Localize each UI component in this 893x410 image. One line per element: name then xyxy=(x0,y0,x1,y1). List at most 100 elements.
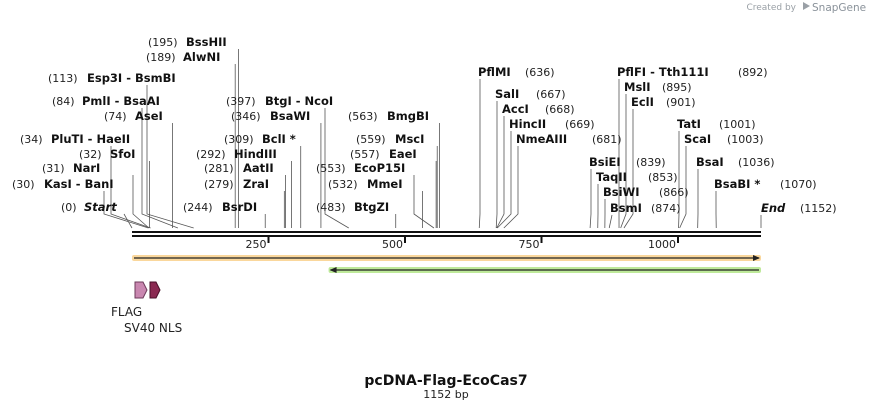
site-position-label: (895) xyxy=(662,81,692,94)
site-enzyme-label[interactable]: ScaI xyxy=(684,132,711,146)
site-enzyme-label[interactable]: BssHII xyxy=(186,35,227,49)
site-bsai[interactable]: (1036)BsaI xyxy=(696,155,775,169)
site-sfoi[interactable]: (32) SfoI xyxy=(79,147,135,161)
site-msli[interactable]: (895) MslI xyxy=(624,80,692,94)
site-enzyme-label[interactable]: PflFI - Tth111I xyxy=(617,65,709,79)
site-bcli[interactable]: (309)BclI * xyxy=(224,132,296,146)
site-bsrdi[interactable]: (244)BsrDI xyxy=(183,200,257,214)
site-hincii[interactable]: (669) HincII xyxy=(509,117,595,131)
site-enzyme-label[interactable]: AatII xyxy=(243,161,274,175)
site-enzyme-label[interactable]: EcoP15I xyxy=(354,161,405,175)
site-enzyme-label[interactable]: End xyxy=(761,201,786,215)
site-enzyme-label[interactable]: BmgBI xyxy=(387,109,429,123)
site-ecop15i[interactable]: (553)EcoP15I xyxy=(316,161,405,175)
site-msci[interactable]: (559)MscI xyxy=(356,132,424,146)
site-hindiii[interactable]: (292)HindIII xyxy=(196,147,277,161)
site-enzyme-label[interactable]: BsaBI * xyxy=(714,177,760,191)
site-position-label: (668) xyxy=(545,103,575,116)
site-enzyme-label[interactable]: Start xyxy=(84,200,117,214)
site-asei[interactable]: (74)AseI xyxy=(104,109,163,123)
site-pmli[interactable]: (84)PmlI - BsaAI xyxy=(52,94,160,108)
site-kasi[interactable]: (30)KasI - BanI xyxy=(12,177,114,191)
site-eaei[interactable]: (557)EaeI xyxy=(350,147,417,161)
site-esp3i[interactable]: (113)Esp3I - BsmBI xyxy=(48,71,176,85)
site-enzyme-label[interactable]: MscI xyxy=(395,132,424,146)
site-enzyme-label[interactable]: TatI xyxy=(677,117,701,131)
site-nari[interactable]: (31)NarI xyxy=(42,161,100,175)
site-pflfi[interactable]: (892)PflFI - Tth111I xyxy=(617,65,768,79)
site-enzyme-label[interactable]: AccI xyxy=(502,102,529,116)
site-ecli[interactable]: (901) EclI xyxy=(631,95,696,109)
site-enzyme-label[interactable]: BtgI - NcoI xyxy=(265,94,333,108)
site-bsabi[interactable]: (1070)BsaBI * xyxy=(714,177,817,191)
site-bsawi[interactable]: (346) BsaWI xyxy=(231,109,310,123)
site-enzyme-label[interactable]: AseI xyxy=(135,109,163,123)
sv40-nls-feature-arrow-icon[interactable] xyxy=(149,281,161,299)
site-enzyme-label[interactable]: AlwNI xyxy=(183,50,220,64)
site-enzyme-label[interactable]: BclI * xyxy=(262,132,296,146)
feature-sv40-nls[interactable] xyxy=(149,281,161,299)
site-enzyme-label[interactable]: ZraI xyxy=(243,177,269,191)
site-enzyme-label[interactable]: EclI xyxy=(631,95,654,109)
site-enzyme-label[interactable]: EaeI xyxy=(389,147,417,161)
site-position-label: (866) xyxy=(659,186,689,199)
site-enzyme-label[interactable]: PmlI - BsaAI xyxy=(82,94,160,108)
site-bmgbi[interactable]: (563)BmgBI xyxy=(348,109,429,123)
site-bsmi[interactable]: (874)BsmI xyxy=(610,201,681,215)
site-enzyme-label[interactable]: BsaWI xyxy=(270,109,310,123)
site-sali[interactable]: (667)SalI xyxy=(495,87,566,101)
site-btgi[interactable]: (397)BtgI - NcoI xyxy=(226,94,333,108)
site-plutI[interactable]: (34)PluTI - HaeII xyxy=(20,132,130,146)
site-enzyme-label[interactable]: Esp3I - BsmBI xyxy=(87,71,176,85)
site-position-label: (32) xyxy=(79,148,102,161)
orf-forward[interactable] xyxy=(132,255,761,261)
site-end[interactable]: (1152)End xyxy=(761,201,837,215)
site-position-label: (636) xyxy=(525,66,555,79)
site-position-label: (189) xyxy=(146,51,176,64)
site-enzyme-label[interactable]: KasI - BanI xyxy=(44,177,114,191)
site-enzyme-label[interactable]: NmeAIII xyxy=(516,132,567,146)
orf-reverse[interactable] xyxy=(328,267,761,273)
site-tati[interactable]: (1001)TatI xyxy=(677,117,756,131)
site-enzyme-label[interactable]: TaqII xyxy=(596,170,627,184)
site-enzyme-label[interactable]: HindIII xyxy=(234,147,277,161)
site-enzyme-label[interactable]: PflMI xyxy=(478,65,511,79)
site-mmei[interactable]: (532)MmeI xyxy=(328,177,403,191)
flag-feature-arrow-icon[interactable] xyxy=(134,281,148,299)
site-enzyme-label[interactable]: BsiEI xyxy=(589,155,621,169)
site-bsiei[interactable]: (839)BsiEI xyxy=(589,155,666,169)
feature-flag[interactable] xyxy=(134,281,148,299)
site-taqii[interactable]: (853)TaqII xyxy=(596,170,678,184)
site-pflmi[interactable]: (636) PflMI xyxy=(478,65,555,79)
site-enzyme-label[interactable]: PluTI - HaeII xyxy=(51,132,130,146)
site-enzyme-label[interactable]: MmeI xyxy=(367,177,403,191)
site-enzyme-label[interactable]: BsrDI xyxy=(222,200,257,214)
site-start[interactable]: (0)Start xyxy=(61,200,117,214)
site-enzyme-label[interactable]: BsiWI xyxy=(603,185,640,199)
site-btgzi[interactable]: (483) BtgZI xyxy=(316,200,389,214)
site-alwni[interactable]: (189) AlwNI xyxy=(146,50,220,64)
site-connector-line xyxy=(495,101,498,229)
site-scai[interactable]: (1003)ScaI xyxy=(684,132,764,146)
site-nmeaiii[interactable]: (681)NmeAIII xyxy=(516,132,622,146)
site-connector-line xyxy=(623,109,634,229)
backbone-strand-bottom xyxy=(132,235,761,237)
site-acci[interactable]: (668) AccI xyxy=(502,102,575,116)
site-zrai[interactable]: (279)ZraI xyxy=(204,177,269,191)
site-enzyme-label[interactable]: MslI xyxy=(624,80,651,94)
site-enzyme-label[interactable]: BsaI xyxy=(696,155,724,169)
site-enzyme-label[interactable]: NarI xyxy=(73,161,100,175)
site-position-label: (669) xyxy=(565,118,595,131)
site-bsiwi[interactable]: (866) BsiWI xyxy=(603,185,689,199)
site-enzyme-label[interactable]: BtgZI xyxy=(354,200,389,214)
site-aatii[interactable]: (281)AatII xyxy=(204,161,274,175)
site-bsshii[interactable]: (195)BssHII xyxy=(148,35,227,49)
site-position-label: (346) xyxy=(231,110,261,123)
site-enzyme-label[interactable]: SfoI xyxy=(110,147,135,161)
site-enzyme-label[interactable]: SalI xyxy=(495,87,519,101)
site-position-label: (483) xyxy=(316,201,346,214)
site-enzyme-label[interactable]: BsmI xyxy=(610,201,642,215)
site-enzyme-label[interactable]: HincII xyxy=(509,117,546,131)
site-position-label: (901) xyxy=(666,96,696,109)
